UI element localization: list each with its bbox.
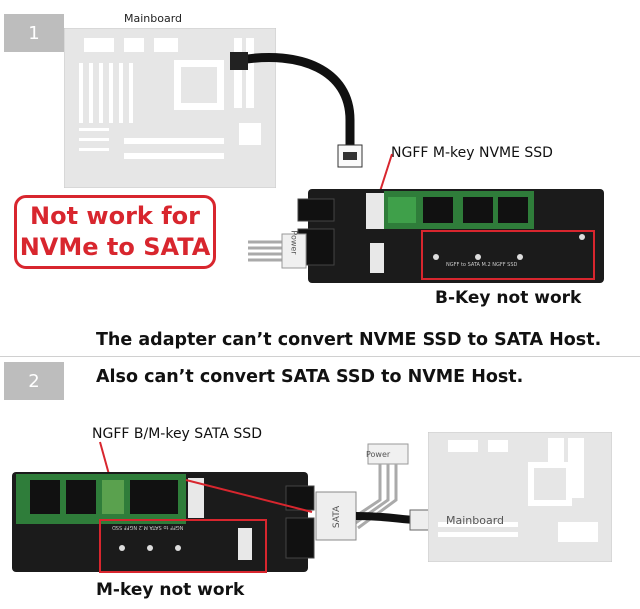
power-label-2: Power: [366, 450, 391, 459]
mainboard-label-2: Mainboard: [446, 514, 505, 527]
sata-cable-1: [230, 52, 363, 168]
step-2-badge: 2: [4, 362, 64, 400]
adapter-board-1: [297, 189, 604, 283]
step-1-badge: 1: [4, 14, 64, 52]
step-2-number: 2: [28, 370, 40, 392]
ssd2-connection-line: [185, 479, 313, 513]
power-label-1: Power: [289, 230, 299, 255]
warning-line-1: Not work for: [30, 202, 200, 230]
headline-1: The adapter can’t convert NVME SSD to SA…: [96, 330, 602, 350]
ssd1-label: NGFF M-key NVME SSD: [391, 145, 553, 161]
power-cable-1: [248, 233, 307, 269]
sata-label-2: SATA: [332, 505, 343, 529]
board-silk-bottom: NGFF to SATA M.2 NGFF SSD: [112, 524, 184, 530]
ssd2-label: NGFF B/M-key SATA SSD: [92, 426, 262, 442]
m-key-note: M-key not work: [96, 580, 245, 600]
warning-line-2: NVMe to SATA: [19, 233, 211, 261]
b-key-note: B-Key not work: [435, 288, 582, 308]
section-divider: [0, 356, 640, 357]
headline-2: Also can’t convert SATA SSD to NVME Host…: [96, 367, 524, 387]
board-silk-top: NGFF to SATA M.2 NGFF SSD: [446, 262, 518, 268]
warning-box: Not work for NVMe to SATA: [14, 195, 216, 269]
step-1-number: 1: [28, 22, 40, 44]
adapter-board-2: [12, 472, 315, 573]
mainboard-label-1: Mainboard: [124, 12, 183, 25]
cable-assembly-2: [315, 443, 433, 541]
mainboard-illustration-2: [428, 432, 612, 562]
